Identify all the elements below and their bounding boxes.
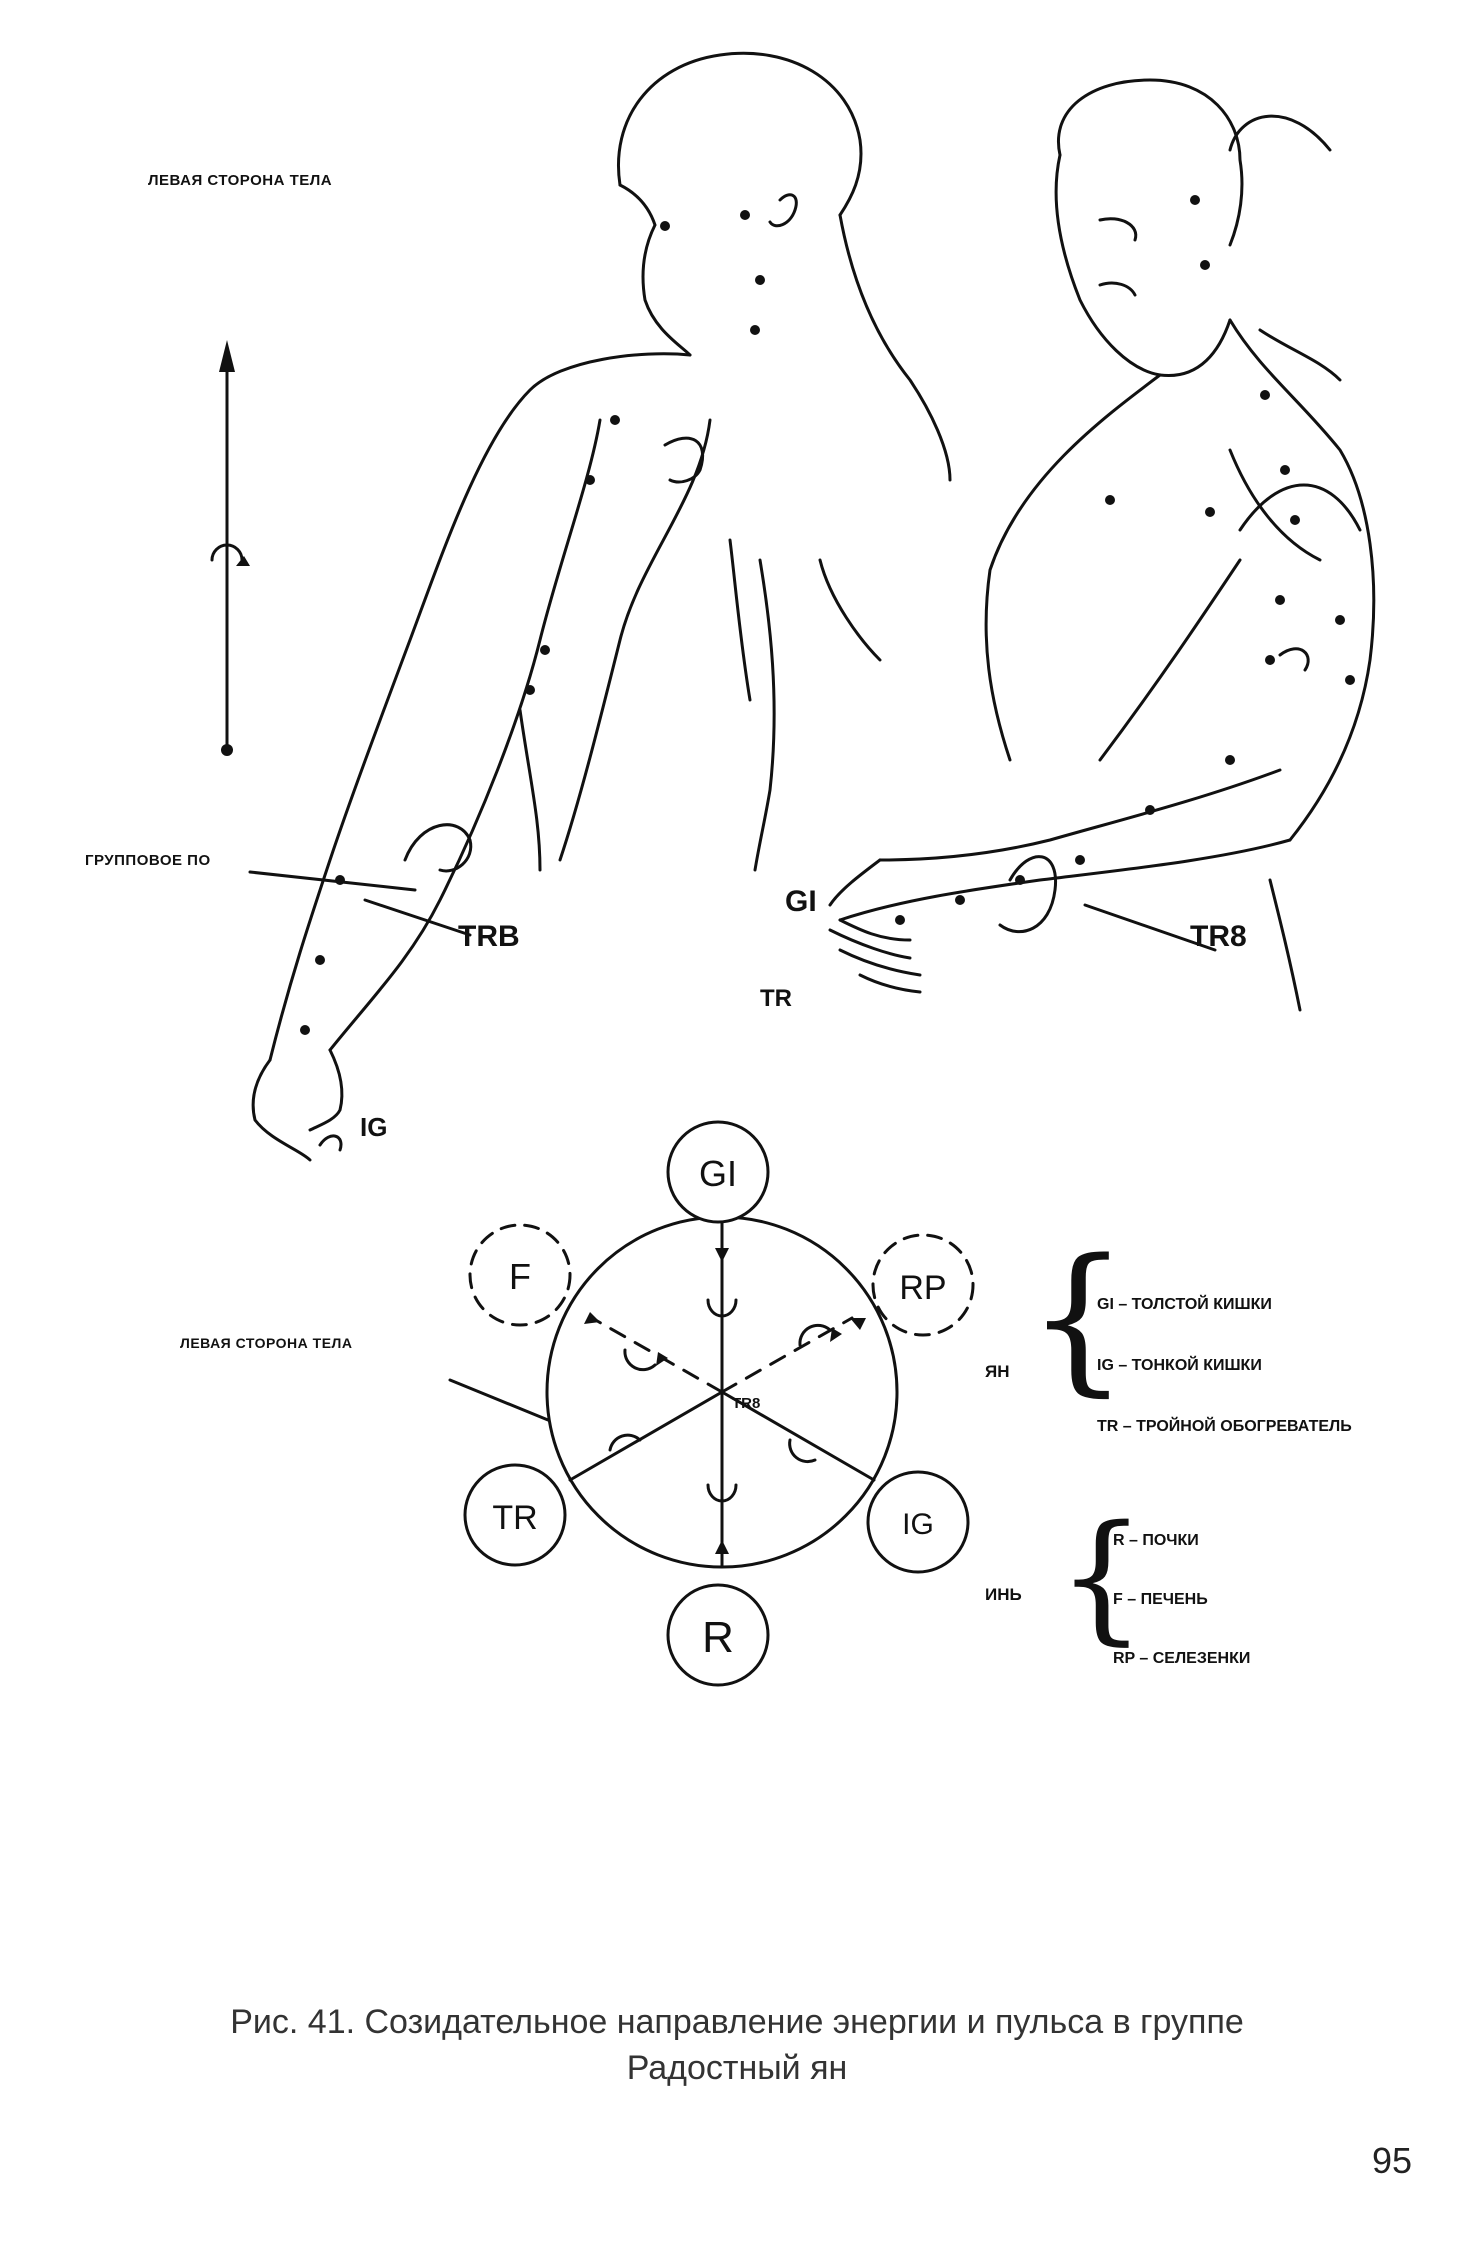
svg-text:RP: RP [899, 1269, 946, 1307]
caption-line-1: Рис. 41. Созидательное направление энерг… [230, 2003, 1244, 2041]
node-r: R [666, 1583, 770, 1687]
left-figure [248, 51, 952, 1162]
left-side-label-diagram: ЛЕВАЯ СТОРОНА ТЕЛА [180, 1335, 353, 1351]
caption-line-2: Радостный ян [626, 2048, 848, 2087]
node-ig: IG [866, 1470, 970, 1574]
center-label: TR8 [732, 1395, 760, 1412]
legend: ЯН { GI – ТОЛСТОЙ КИШКИ IG – ТОНКОЙ КИШК… [985, 1238, 1445, 1670]
pointer-left-side [448, 1378, 550, 1422]
yang-item-ig: IG – ТОНКОЙ КИШКИ [1097, 1357, 1262, 1374]
svg-text:TR: TR [492, 1499, 537, 1537]
direction-arrow [210, 340, 250, 756]
node-tr: TR [463, 1463, 567, 1567]
group-point-label: ГРУППОВОЕ ПО [85, 852, 211, 869]
left-side-label-top: ЛЕВАЯ СТОРОНА ТЕЛА [148, 172, 333, 189]
node-f: F [468, 1223, 572, 1327]
yang-brace: { [1027, 1224, 1129, 1411]
yin-item-f: F – ПЕЧЕНЬ [1113, 1591, 1208, 1608]
spoke-tr [568, 1390, 724, 1482]
yin-brace: { [1057, 1496, 1147, 1659]
spoke-f [590, 1316, 724, 1394]
right-figure [828, 78, 1376, 1012]
svg-text:GI: GI [699, 1153, 737, 1194]
tr-hand-label: TR [760, 985, 792, 1012]
gi-hand-label: GI [785, 885, 817, 918]
node-rp: RP [871, 1233, 975, 1337]
spoke-ig [720, 1390, 876, 1482]
figure-caption: Рис. 41. Созидательное направление энерг… [0, 2000, 1474, 2092]
svg-text:F: F [509, 1256, 531, 1297]
node-gi: GI [666, 1120, 770, 1224]
yang-item-tr: TR – ТРОЙНОЙ ОБОГРЕВАТЕЛЬ [1097, 1418, 1352, 1435]
trb-left-label: TRB [458, 920, 520, 953]
yang-item-gi: GI – ТОЛСТОЙ КИШКИ [1097, 1296, 1272, 1313]
page-number: 95 [1372, 2140, 1413, 2181]
ig-hand-label: IG [360, 1112, 388, 1142]
tr8-right-label: TR8 [1190, 920, 1247, 953]
yin-group-label: ИНЬ [985, 1585, 1022, 1604]
yin-item-r: R – ПОЧКИ [1113, 1532, 1199, 1549]
svg-text:R: R [702, 1613, 734, 1662]
svg-text:IG: IG [902, 1508, 934, 1541]
yang-group-label: ЯН [985, 1362, 1010, 1381]
yin-item-rp: RP – СЕЛЕЗЕНКИ [1113, 1650, 1251, 1667]
